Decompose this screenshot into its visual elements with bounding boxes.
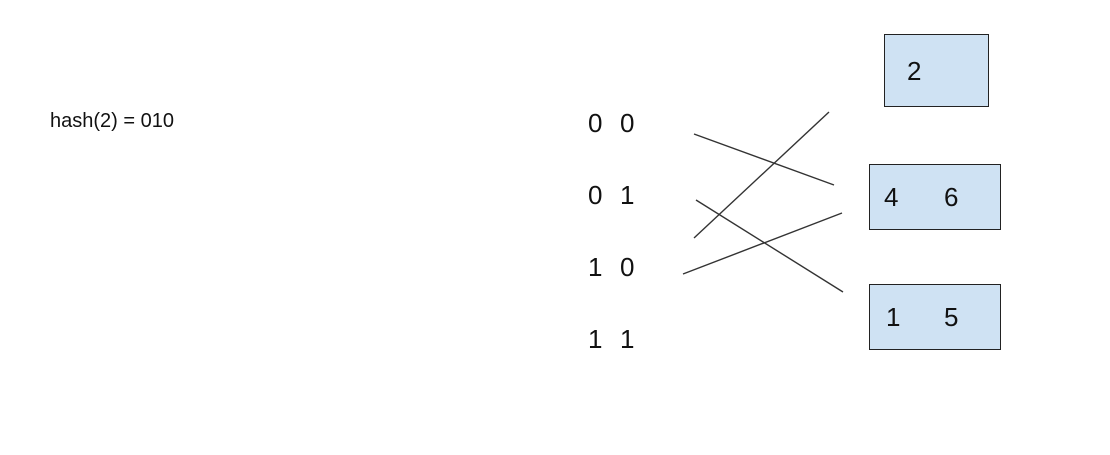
bucket-key: 6 xyxy=(944,182,959,212)
bucket-1: 2 xyxy=(884,34,989,107)
directory-bit: 1 xyxy=(620,324,635,354)
pointer-line-10-b xyxy=(682,212,843,275)
bucket-key: 4 xyxy=(884,182,899,212)
bucket-key: 5 xyxy=(944,302,959,332)
directory-bit: 1 xyxy=(620,180,635,210)
pointer-line-01 xyxy=(695,199,844,293)
directory-bit: 0 xyxy=(588,108,603,138)
directory-bit: 0 xyxy=(620,252,635,282)
bucket-key: 2 xyxy=(907,55,922,86)
hash-label: hash(2) = 010 xyxy=(50,110,174,132)
directory-bit: 0 xyxy=(588,180,603,210)
bucket-2: 4 6 xyxy=(869,164,1001,230)
directory-bit: 0 xyxy=(620,108,635,138)
pointer-line-10-a xyxy=(693,111,830,239)
directory-bit: 1 xyxy=(588,324,603,354)
bucket-key: 1 xyxy=(886,302,901,332)
bucket-3: 1 5 xyxy=(869,284,1001,350)
pointer-line-00 xyxy=(693,133,835,186)
directory-bit: 1 xyxy=(588,252,603,282)
